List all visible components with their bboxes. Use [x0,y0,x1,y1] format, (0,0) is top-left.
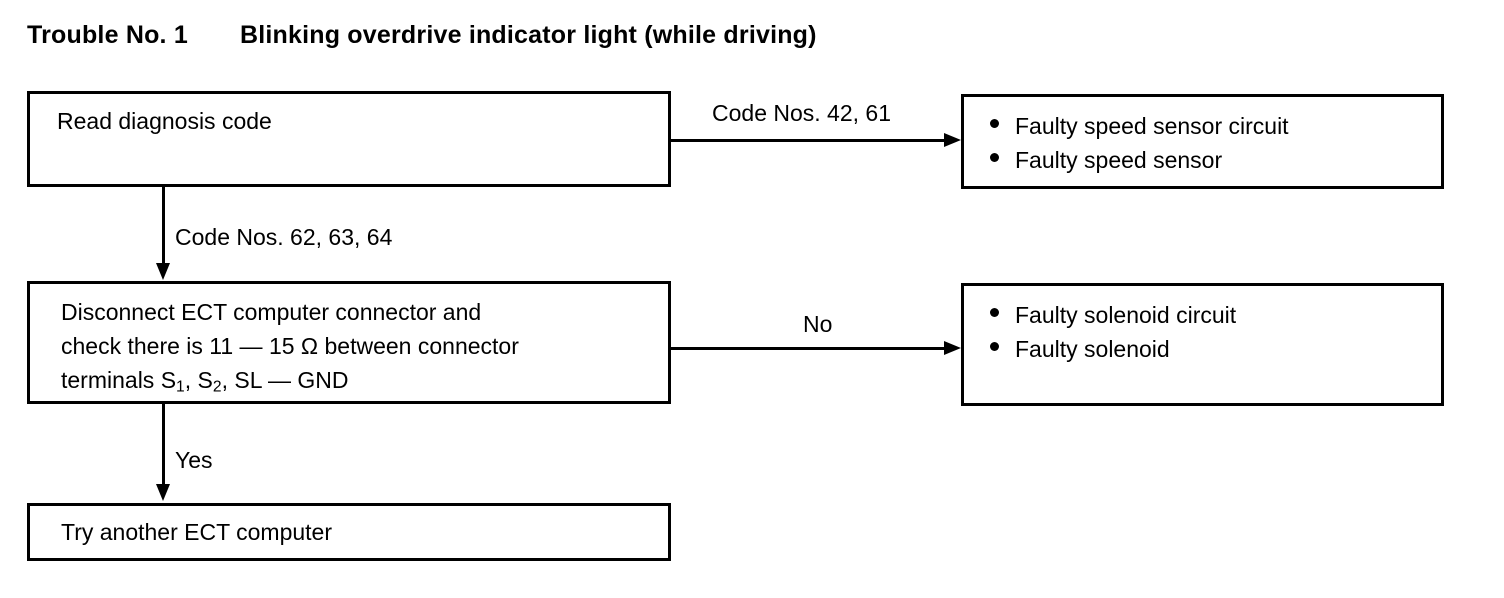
node-faulty-solenoid-list: Faulty solenoid circuit Faulty solenoid [990,298,1236,366]
node-check-resistance-line3: terminals S1, S2, SL — GND [61,363,660,404]
node-faulty-solenoid[interactable]: Faulty solenoid circuit Faulty solenoid [961,283,1444,406]
edge-label-codes-42-61: Code Nos. 42, 61 [712,100,892,126]
list-item: Faulty solenoid circuit [990,298,1236,332]
terminals-suffix: , SL — GND [221,367,349,393]
trouble-title-text: Blinking overdrive indicator light (whil… [239,20,817,49]
node-faulty-speed-sensor-list: Faulty speed sensor circuit Faulty speed… [990,109,1289,177]
bullet-dot-icon [990,308,999,317]
node-check-resistance-line2: check there is 11 — 15 Ω between connect… [61,329,660,363]
trouble-number-label: Trouble No. 1 [27,20,188,49]
edge-line-codes-62-63-64 [162,187,165,266]
edge-arrowhead-yes [156,484,170,501]
node-read-diagnosis-code-text: Read diagnosis code [57,108,272,134]
list-item: Faulty speed sensor circuit [990,109,1289,143]
node-try-another-computer-text: Try another ECT computer [61,519,332,545]
edge-arrowhead-codes-42-61 [944,133,961,147]
list-item: Faulty solenoid [990,332,1236,366]
edge-line-no [671,347,947,350]
check-resistance-line2-pre: check there is 11 — 15 [61,333,301,359]
check-resistance-line2-post: between connector [318,333,519,359]
terminals-mid: , S [184,367,213,393]
edge-arrowhead-codes-62-63-64 [156,263,170,280]
bullet-dot-icon [990,119,999,128]
edge-line-yes [162,404,165,486]
ohm-symbol: Ω [300,333,319,359]
edge-label-no: No [803,311,833,337]
terminals-prefix: terminals S [61,367,177,393]
edge-arrowhead-no [944,341,961,355]
list-item-text: Faulty speed sensor circuit [1015,113,1289,139]
terminal-subscript-1: 1 [176,378,185,396]
node-check-resistance-body: Disconnect ECT computer connector and ch… [61,295,660,404]
page-title: Trouble No. 1 Blinking overdrive indicat… [27,18,817,52]
list-item: Faulty speed sensor [990,143,1289,177]
node-read-diagnosis-code-body: Read diagnosis code [57,104,660,138]
terminal-subscript-2: 2 [212,378,222,396]
node-try-another-computer[interactable]: Try another ECT computer [27,503,671,561]
node-read-diagnosis-code[interactable]: Read diagnosis code [27,91,671,187]
edge-label-codes-62-63-64: Code Nos. 62, 63, 64 [175,224,393,250]
list-item-text: Faulty solenoid circuit [1015,302,1237,328]
list-item-text: Faulty solenoid [1015,336,1170,362]
node-check-resistance-line1: Disconnect ECT computer connector and [61,299,482,325]
list-item-text: Faulty speed sensor [1015,147,1223,173]
bullet-dot-icon [990,342,999,351]
bullet-dot-icon [990,153,999,162]
node-check-resistance[interactable]: Disconnect ECT computer connector and ch… [27,281,671,404]
node-faulty-speed-sensor[interactable]: Faulty speed sensor circuit Faulty speed… [961,94,1444,189]
node-try-another-computer-body: Try another ECT computer [61,515,660,549]
edge-label-yes: Yes [175,447,213,473]
edge-line-codes-42-61 [671,139,947,142]
